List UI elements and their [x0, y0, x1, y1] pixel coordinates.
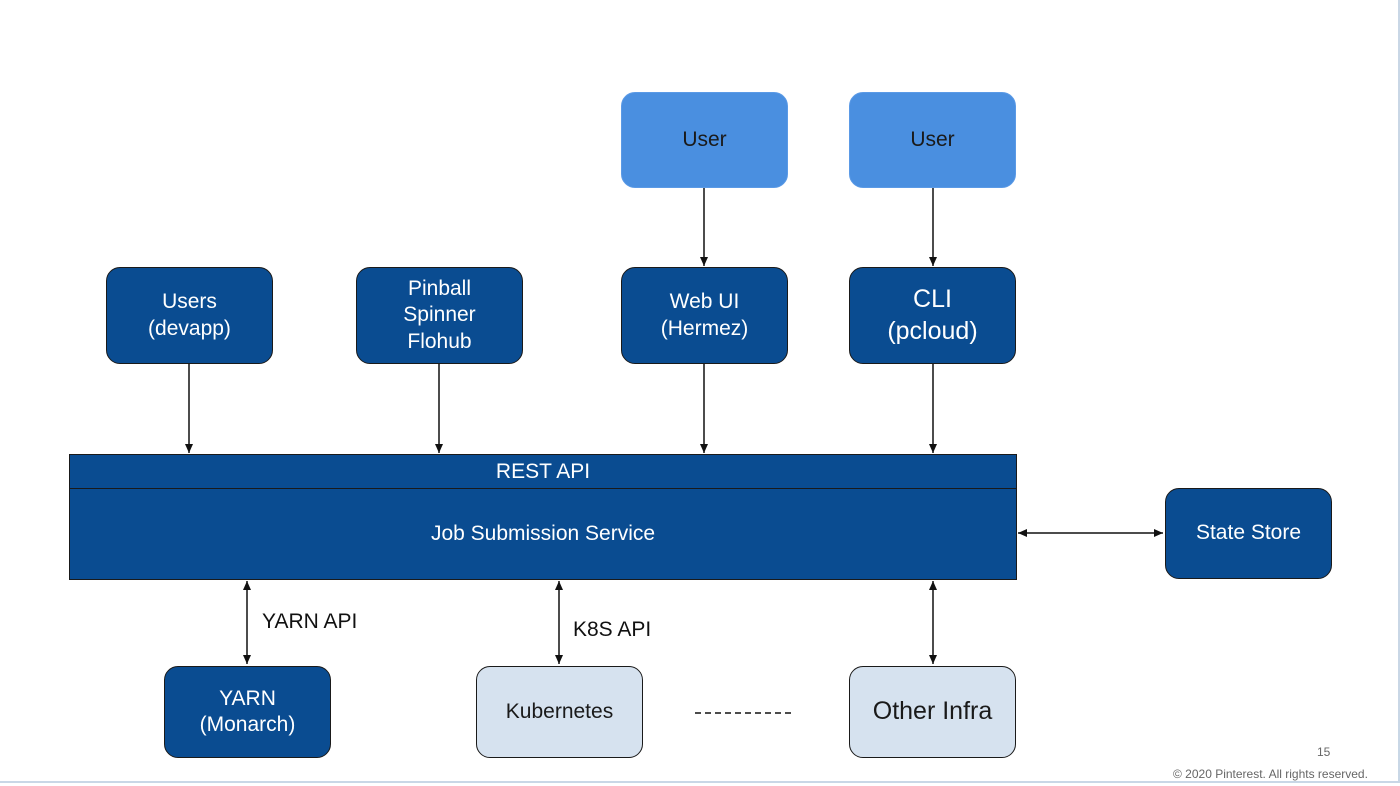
job-submission-service-bar: Job Submission Service [69, 488, 1017, 580]
yarn-monarch-box: YARN (Monarch) [164, 666, 331, 758]
user-cli-box: User [849, 92, 1016, 188]
yarn-api-label: YARN API [262, 610, 358, 633]
cli-pcloud-box: CLI (pcloud) [849, 267, 1016, 364]
copyright-notice: © 2020 Pinterest. All rights reserved. [1173, 767, 1368, 781]
state-store-box: State Store [1165, 488, 1332, 579]
other-infra-box: Other Infra [849, 666, 1016, 758]
page-number: 15 [1317, 745, 1331, 759]
web-ui-hermez-box: Web UI (Hermez) [621, 267, 788, 364]
pinball-spinner-flohub-box: Pinball Spinner Flohub [356, 267, 523, 364]
user-webui-box: User [621, 92, 788, 188]
rest-api-bar: REST API [69, 454, 1017, 489]
k8s-api-label: K8S API [573, 618, 652, 641]
kubernetes-box: Kubernetes [476, 666, 643, 758]
users-devapp-box: Users (devapp) [106, 267, 273, 364]
